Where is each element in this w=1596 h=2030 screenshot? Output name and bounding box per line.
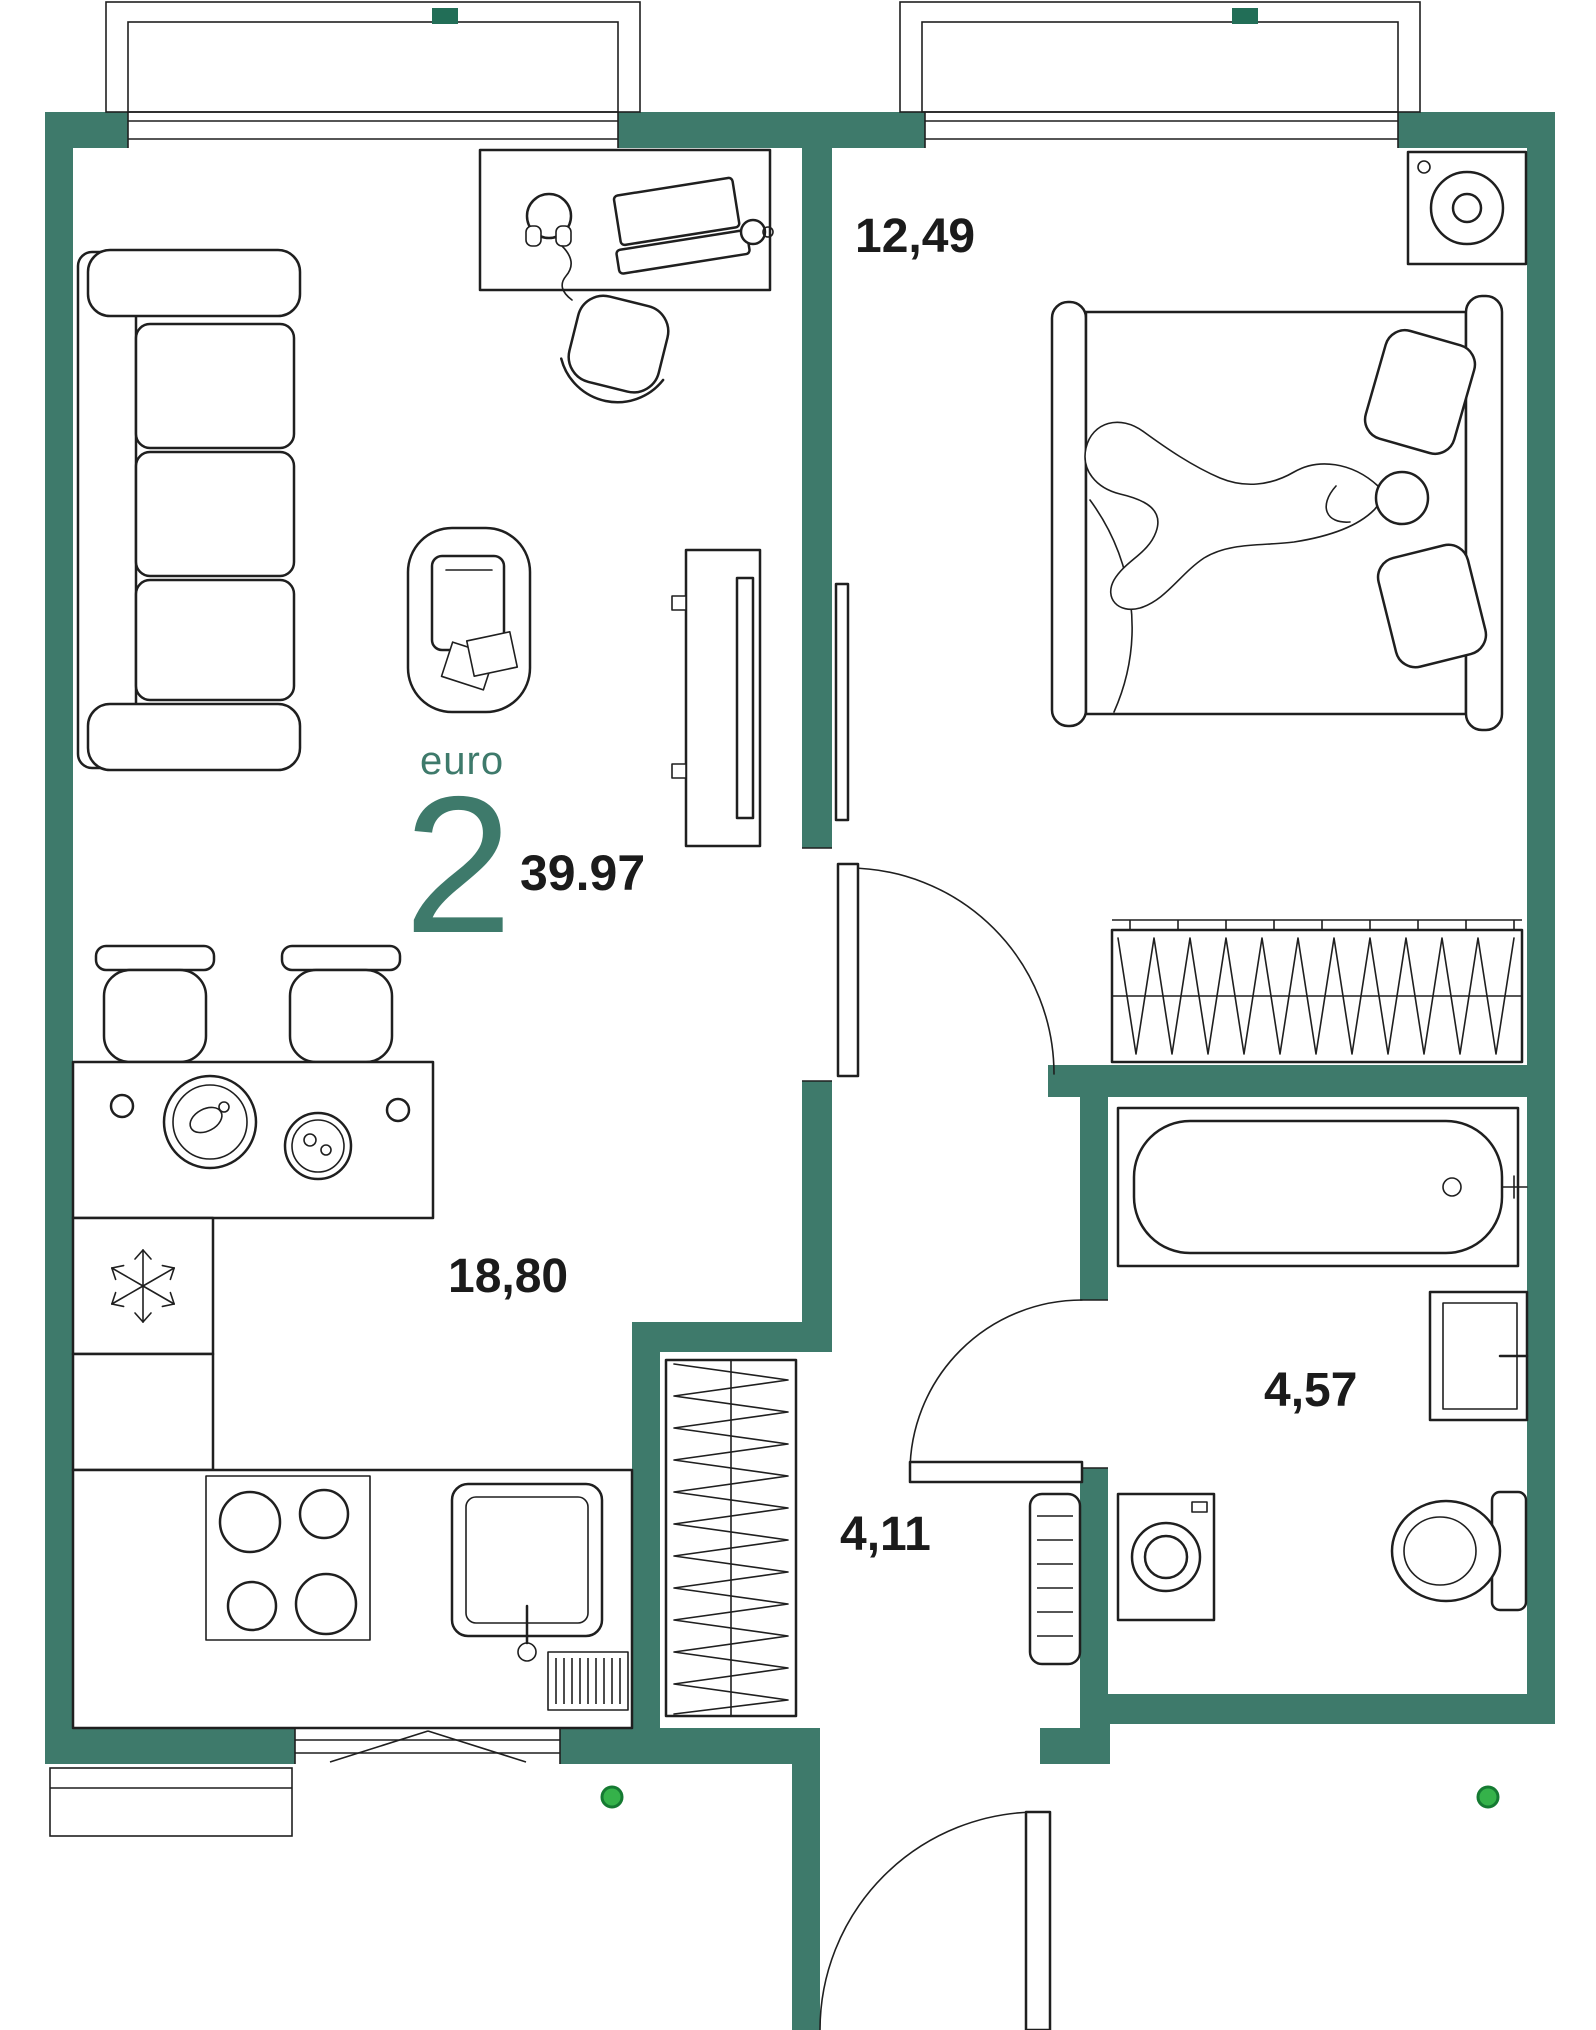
entrance-door xyxy=(819,1810,1052,2030)
pillow xyxy=(1376,543,1488,669)
green-dot-icon xyxy=(1476,1785,1500,1809)
bathroom-area-label: 4,57 xyxy=(1264,1364,1357,1417)
bedroom-wardrobe xyxy=(1110,919,1524,1064)
snowflake-icon xyxy=(111,1249,175,1323)
coffee-table xyxy=(406,526,532,714)
bathroom-door xyxy=(908,1299,1084,1484)
plan-type-label: euro xyxy=(420,739,504,783)
shoe-cabinet xyxy=(1028,1492,1082,1666)
dining-bar xyxy=(71,1060,435,1220)
stove xyxy=(205,1475,371,1641)
speaker xyxy=(1406,150,1528,266)
plate-icon xyxy=(283,1111,353,1181)
plate-icon xyxy=(162,1074,258,1170)
bar-stool xyxy=(280,944,402,1064)
balcony-bay-bottom xyxy=(49,1767,293,1837)
bedroom-tv xyxy=(834,582,850,822)
desk-chair xyxy=(560,294,670,404)
bedroom-area-label: 12,49 xyxy=(855,210,975,263)
sofa xyxy=(76,248,302,772)
window-kitchen-bottom xyxy=(294,1728,561,1764)
tv-stand xyxy=(671,548,762,848)
window-tick-icon xyxy=(1232,8,1258,24)
rooms-count-label: 2 xyxy=(404,756,512,974)
living-area-label: 18,80 xyxy=(448,1250,568,1303)
bathtub xyxy=(1116,1106,1528,1268)
balcony-bay-right xyxy=(899,1,1421,113)
bar-stool xyxy=(94,944,216,1064)
hallway-wardrobe xyxy=(664,1358,798,1718)
bathroom-sink xyxy=(1428,1290,1529,1422)
headphones-icon xyxy=(525,192,573,301)
bedroom-door xyxy=(836,862,1055,1078)
walls xyxy=(45,112,1555,2030)
fridge xyxy=(71,1216,215,1356)
pillow xyxy=(1363,328,1477,456)
window-bedroom xyxy=(924,112,1399,148)
desk xyxy=(478,148,774,301)
green-dot-icon xyxy=(600,1785,624,1809)
dish-rack xyxy=(547,1651,629,1711)
total-area-label: 39.97 xyxy=(520,845,645,901)
kitchen-sink xyxy=(450,1482,604,1662)
toilet xyxy=(1390,1490,1528,1612)
bed xyxy=(1050,294,1504,732)
washing-machine xyxy=(1116,1492,1216,1622)
window-tick-icon xyxy=(432,8,458,24)
person-on-bed xyxy=(1084,421,1430,611)
balcony-bay-left xyxy=(105,1,641,113)
mug-icon xyxy=(739,218,767,246)
hallway-area-label: 4,11 xyxy=(840,1508,931,1561)
window-living xyxy=(127,112,619,148)
